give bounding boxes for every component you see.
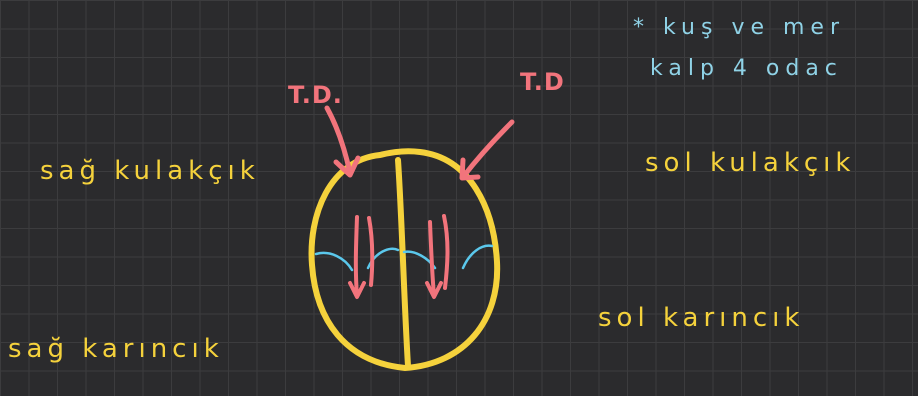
left-entry-arrow bbox=[324, 105, 361, 178]
right-inner-side-stroke bbox=[367, 216, 375, 287]
left-inner-arrow bbox=[425, 220, 443, 299]
left-ventricle-label: sol karıncık bbox=[598, 303, 805, 333]
heart-outline bbox=[308, 148, 501, 371]
right-valve-right-cusp bbox=[366, 247, 400, 270]
heart-septum bbox=[395, 157, 411, 369]
right-inner-arrow bbox=[348, 215, 366, 299]
left-inner-side-stroke bbox=[442, 214, 450, 290]
left-td-label: T.D. bbox=[288, 81, 343, 109]
note-line-1: * kuş ve mer bbox=[633, 15, 846, 40]
right-atrium-label: sağ kulakçık bbox=[40, 156, 260, 186]
left-valve-right-cusp bbox=[461, 244, 494, 270]
right-valve-left-cusp bbox=[314, 251, 354, 272]
left-atrium-label: sol kulakçık bbox=[645, 148, 856, 178]
right-ventricle-label: sağ karıncık bbox=[8, 334, 224, 364]
right-entry-arrow bbox=[459, 119, 515, 181]
right-td-label: T.D bbox=[520, 68, 565, 96]
note-line-2: kalp 4 odac bbox=[650, 56, 843, 81]
